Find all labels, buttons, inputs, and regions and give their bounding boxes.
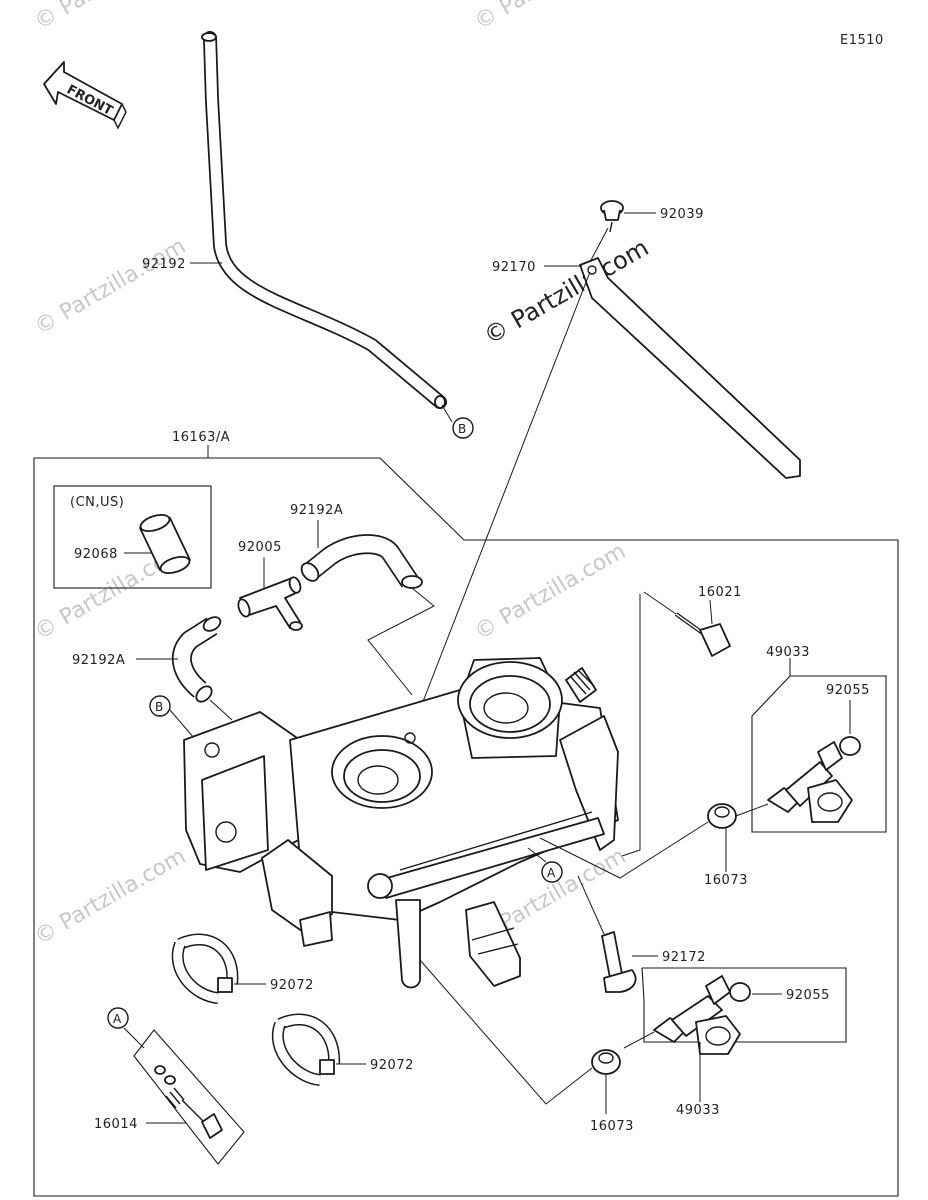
label-cap: 92068 — [74, 547, 118, 562]
hose-a-upper-part — [300, 534, 423, 589]
assembly-frame — [33, 457, 899, 1197]
label-bolt: 92172 — [662, 950, 706, 965]
label-region-note: (CN,US) — [70, 495, 124, 510]
label-o-ring-lower: 92055 — [786, 988, 830, 1003]
label-clamp-upper: 92072 — [270, 978, 314, 993]
front-arrow-icon: FRONT — [43, 61, 127, 130]
grommet-upper-part — [707, 803, 737, 829]
idle-screw-frame — [133, 1029, 245, 1165]
clamp-lower-part — [272, 1013, 341, 1086]
cap-part — [139, 513, 191, 575]
grommet-lower-part — [591, 1049, 621, 1075]
region-box — [53, 485, 212, 589]
label-injector-lower: 49033 — [676, 1103, 720, 1118]
callout-b-upper: B — [458, 422, 466, 436]
o-ring-upper-part — [839, 736, 861, 756]
label-clip-bolt: 92039 — [660, 207, 704, 222]
injector-upper-part — [767, 741, 853, 823]
o-ring-lower-part — [729, 982, 751, 1002]
label-band: 92170 — [492, 260, 536, 275]
clip-bolt-part — [600, 200, 624, 233]
label-o-ring-upper: 92055 — [826, 683, 870, 698]
watermark-5: © Partzilla.com — [471, 539, 631, 646]
callout-a-center: A — [547, 866, 556, 880]
hose-main-part — [201, 31, 447, 409]
label-hose-a-left: 92192A — [72, 653, 125, 668]
clamp-upper-part — [171, 933, 239, 1004]
throttle-body-part — [183, 657, 619, 989]
label-grommet-upper: 16073 — [704, 873, 748, 888]
injector-lower-box — [641, 967, 847, 1043]
label-hose-a-upper: 92192A — [290, 503, 343, 518]
idle-screw-set-part — [154, 1065, 223, 1139]
watermark-1: © Partzilla.com — [31, 0, 191, 35]
injector-lower-part — [653, 975, 741, 1055]
callout-a-lower: A — [113, 1012, 122, 1026]
hose-a-left-part — [171, 616, 222, 703]
joint-part — [237, 576, 303, 631]
label-hose-main: 92192 — [142, 257, 186, 272]
label-grommet-lower: 16073 — [590, 1119, 634, 1134]
watermark-2: © Partzilla.com — [471, 0, 631, 35]
diagram-code: E1510 — [840, 33, 884, 48]
callout-b-lower: B — [155, 700, 163, 714]
label-throttle-body-assy: 16163/A — [172, 430, 230, 445]
injector-upper-box — [751, 675, 887, 833]
label-idle-screw-set: 16014 — [94, 1117, 138, 1132]
label-clamp-lower: 92072 — [370, 1058, 414, 1073]
watermark-6: © Partzilla.com — [31, 844, 191, 951]
label-joint: 92005 — [238, 540, 282, 555]
screw-part — [674, 612, 731, 657]
band-part — [579, 257, 801, 479]
label-injector-upper: 49033 — [766, 645, 810, 660]
bolt-part — [601, 931, 637, 993]
watermark-3: © Partzilla.com — [31, 234, 191, 341]
label-screw: 16021 — [698, 585, 742, 600]
